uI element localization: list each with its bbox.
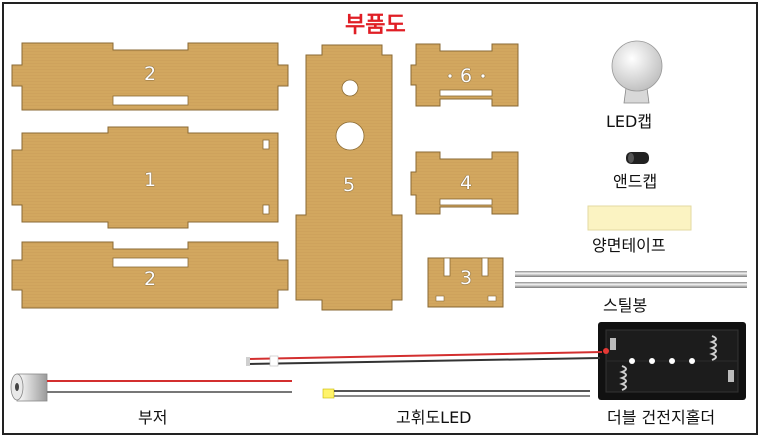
label-steel-rod: 스틸봉 (603, 296, 648, 315)
label-high-brightness-led: 고휘도LED (396, 408, 472, 427)
label-battery-holder: 더블 건전지홀더 (607, 408, 716, 427)
label-end-cap: 앤드캡 (613, 172, 658, 191)
diagram-title: 부품도 (345, 13, 406, 38)
part-number-3: 3 (459, 267, 473, 289)
part-number-2-top: 2 (143, 63, 157, 85)
double-battery-holder (598, 322, 746, 400)
part-number-2-bottom: 2 (143, 268, 157, 290)
part-3-panel (427, 257, 504, 308)
high-brightness-led (322, 388, 590, 399)
end-cap (626, 152, 649, 164)
part-6-panel (410, 43, 519, 107)
part-number-1: 1 (143, 169, 157, 191)
label-led-cap: LED캡 (606, 112, 653, 131)
label-buzzer: 부저 (138, 408, 168, 427)
part-4-panel (410, 151, 519, 215)
battery-holder-wires (246, 351, 603, 367)
steel-rods (515, 271, 747, 288)
label-double-sided-tape: 양면테이프 (592, 236, 666, 255)
part-1-bottom-panel (11, 126, 279, 229)
part-2-bottom-panel (11, 241, 289, 309)
part-5-front-panel (295, 44, 403, 311)
led-cap (611, 40, 663, 104)
part-number-6: 6 (459, 65, 473, 87)
part-number-4: 4 (459, 172, 473, 194)
part-2-top-panel (11, 42, 289, 111)
part-number-5: 5 (342, 174, 356, 196)
buzzer (10, 373, 292, 402)
double-sided-tape (587, 205, 692, 231)
